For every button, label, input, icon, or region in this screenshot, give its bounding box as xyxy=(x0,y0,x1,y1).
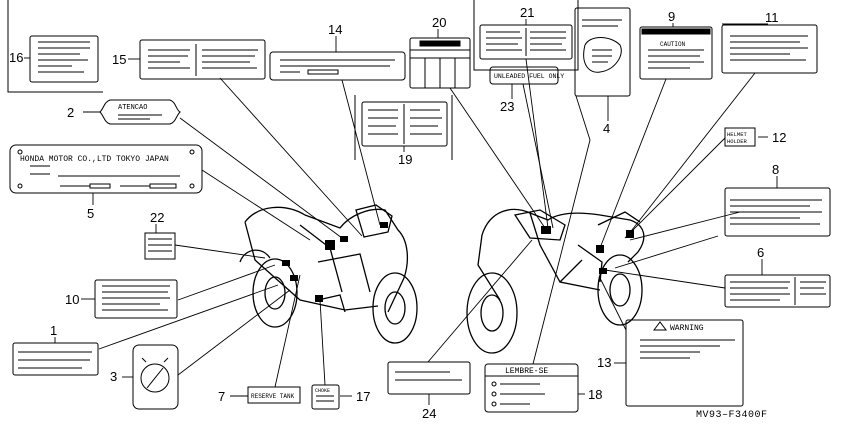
callout-17: 17 xyxy=(356,389,370,404)
unleaded-text: UNLEADED FUEL ONLY xyxy=(494,73,564,80)
label-16 xyxy=(29,35,99,83)
callout-23: 23 xyxy=(500,99,514,114)
callout-1: 1 xyxy=(50,323,57,338)
label-4 xyxy=(574,7,631,97)
callout-24: 24 xyxy=(422,406,436,421)
label-6 xyxy=(724,274,831,308)
frame-19 xyxy=(354,95,453,160)
label-8 xyxy=(724,187,831,237)
callout-14: 14 xyxy=(328,22,342,37)
drawing-code: MV93–F3400F xyxy=(696,410,768,421)
reserve-tank-text: RESERVE TANK xyxy=(251,393,295,400)
callout-4: 4 xyxy=(603,121,610,136)
helmet-text-2: HOLDER xyxy=(727,138,748,145)
callout-21: 21 xyxy=(520,5,534,20)
callout-3: 3 xyxy=(110,369,117,384)
label-17-text: CHOKE xyxy=(315,388,330,394)
motorcycle-left xyxy=(239,204,418,344)
callout-2: 2 xyxy=(67,105,74,120)
label-2 xyxy=(99,99,181,125)
honda-plate-text: HONDA MOTOR CO.,LTD TOKYO JAPAN xyxy=(20,155,169,164)
label-12 xyxy=(724,127,756,147)
motorcycle-right xyxy=(466,208,645,354)
caution-text: CAUTION xyxy=(660,41,686,48)
callout-18: 18 xyxy=(588,387,602,402)
callout-11: 11 xyxy=(765,10,779,25)
frame-21 xyxy=(473,0,579,71)
label-5 xyxy=(9,144,203,194)
callout-20: 20 xyxy=(432,15,446,30)
callout-10: 10 xyxy=(65,292,79,307)
helmet-text-1: HELMET xyxy=(727,131,748,138)
label-11 xyxy=(721,24,818,74)
leader-lines xyxy=(98,58,756,388)
callout-13: 13 xyxy=(597,355,611,370)
callout-15: 15 xyxy=(112,52,126,67)
callout-6: 6 xyxy=(757,245,764,260)
label-14 xyxy=(269,51,406,81)
warning-text: WARNING xyxy=(670,324,704,333)
callout-16: 16 xyxy=(9,50,23,65)
label-9 xyxy=(639,26,713,80)
callout-12: 12 xyxy=(772,130,786,145)
label-19 xyxy=(361,101,448,147)
callout-5: 5 xyxy=(87,206,94,221)
label-18 xyxy=(484,363,579,413)
atencao-text: ATENCAO xyxy=(118,104,147,112)
label-22 xyxy=(144,232,176,260)
callout-7: 7 xyxy=(218,389,225,404)
callout-9: 9 xyxy=(668,9,675,24)
label-24 xyxy=(387,361,471,395)
label-1 xyxy=(12,342,99,376)
label-7 xyxy=(247,386,301,404)
callout-8: 8 xyxy=(772,162,779,177)
label-23 xyxy=(489,66,559,85)
lembre-se-text: LEMBRE-SE xyxy=(505,367,548,376)
label-15 xyxy=(139,39,266,80)
callout-19: 19 xyxy=(398,152,412,167)
callout-22: 22 xyxy=(150,210,164,225)
label-17 xyxy=(311,384,340,410)
frame-left-top xyxy=(7,0,103,93)
